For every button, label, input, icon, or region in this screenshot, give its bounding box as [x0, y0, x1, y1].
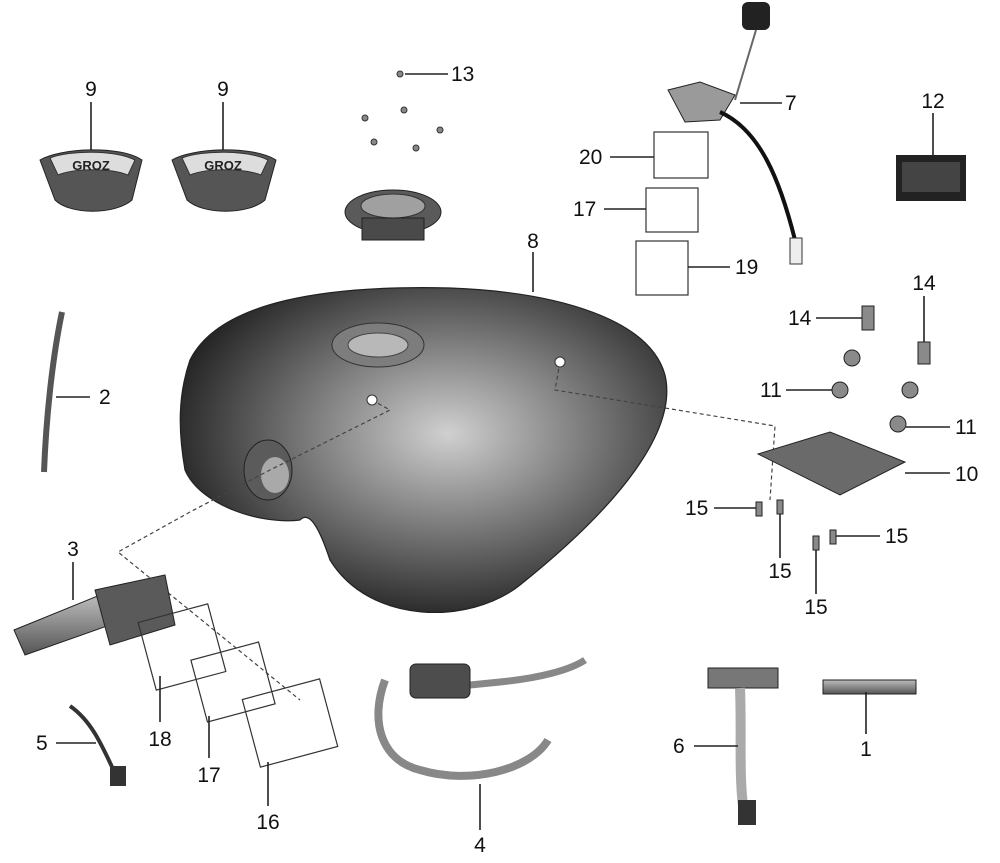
callout-14-left: 14: [788, 307, 812, 330]
callout-11-left: 11: [760, 379, 782, 402]
callout-13: 13: [451, 63, 474, 86]
bracket-guide: [554, 361, 776, 501]
callout-5: 5: [36, 732, 48, 755]
callout-12: 12: [921, 90, 944, 113]
callout-8: 8: [527, 230, 539, 253]
callout-17-bottom: 17: [197, 764, 220, 787]
emblem-text-right: GROZ: [204, 158, 242, 173]
callout-6: 6: [673, 735, 685, 758]
emblem-text-left: GROZ: [72, 158, 110, 173]
callout-16: 16: [256, 811, 279, 834]
callout-4: 4: [474, 834, 486, 857]
bolts-and-nuts: [755, 305, 931, 551]
callout-7: 7: [785, 92, 797, 115]
callout-17-top: 17: [573, 198, 596, 221]
gasket-17-top: [645, 187, 699, 233]
fuel-tap: [707, 667, 779, 825]
screw-set-19: [635, 240, 689, 296]
callout-9-left: 9: [85, 78, 97, 101]
callout-11-right: 11: [955, 416, 977, 439]
fuel-level-sender: [667, 2, 803, 265]
tank-emblem-right: GROZ: [171, 149, 277, 212]
fuel-tank: [179, 287, 668, 614]
callout-20: 20: [579, 146, 602, 169]
leader-lines: [56, 73, 950, 830]
tank-emblem-left: GROZ: [39, 149, 143, 212]
warning-label: [896, 155, 966, 201]
callout-15-d: 15: [804, 596, 827, 619]
mounting-bracket: [756, 431, 907, 496]
callout-1: 1: [860, 738, 872, 761]
callout-15-c: 15: [885, 525, 908, 548]
pipe-fitting: [822, 679, 917, 695]
callout-19: 19: [735, 256, 758, 279]
callout-labels: 9 9 13 7 20 17 19 12 8 14 14 11 11 10 15…: [36, 63, 978, 857]
callout-14-right: 14: [912, 272, 936, 295]
fuel-line-assembly: [374, 657, 587, 780]
callout-18: 18: [148, 728, 171, 751]
callout-15-a: 15: [685, 497, 708, 520]
fuel-pump: [13, 574, 176, 656]
gasket-17-bottom: [190, 641, 276, 723]
pump-mount-guide: [116, 399, 392, 701]
callout-2: 2: [99, 386, 111, 409]
callout-3: 3: [67, 538, 79, 561]
fuel-cap: [344, 189, 442, 241]
cap-screws: [361, 70, 444, 152]
rubber-strip: [41, 311, 65, 473]
gasket-20: [653, 131, 709, 179]
callout-10: 10: [955, 463, 978, 486]
gasket-18: [137, 603, 227, 691]
callout-15-b: 15: [768, 560, 791, 583]
screw-set-16: [241, 678, 339, 768]
callout-9-right: 9: [217, 78, 229, 101]
